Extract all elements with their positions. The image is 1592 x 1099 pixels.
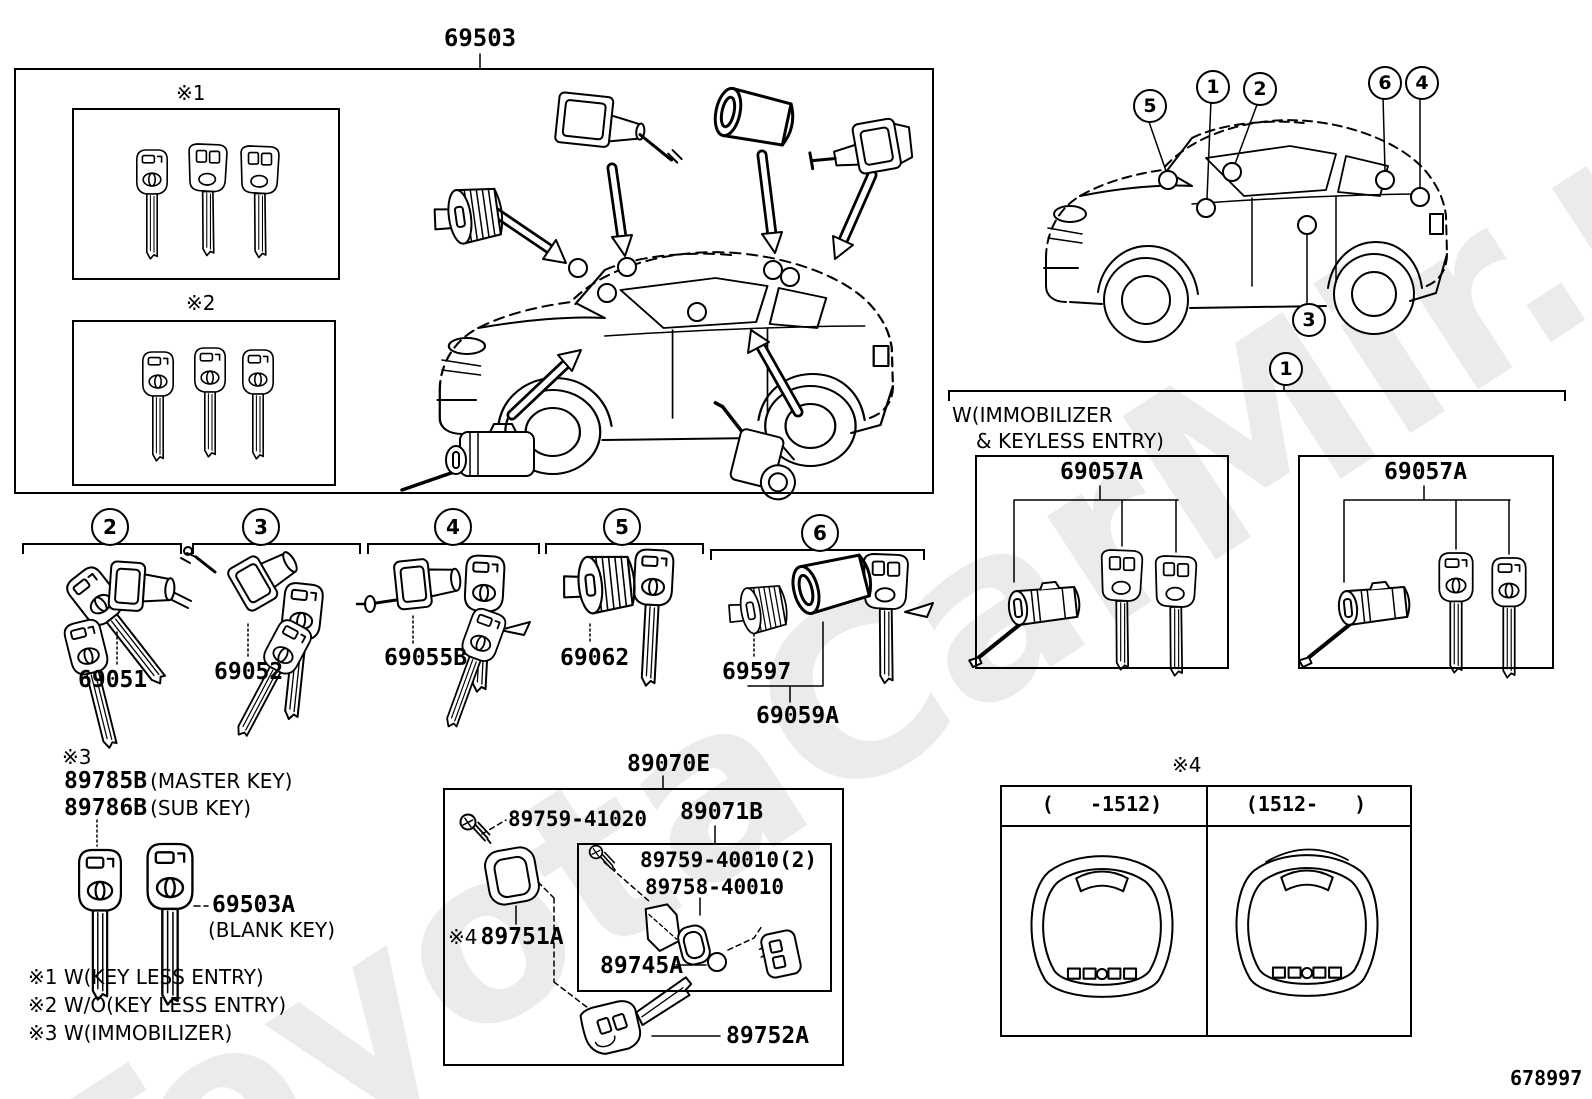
keyless-key-group-box: [72, 108, 340, 280]
master-key-label: (MASTER KEY): [150, 769, 293, 793]
location-callout-4-number: 4: [1415, 72, 1429, 94]
immobilizer-right-box: [1298, 455, 1554, 669]
transmitter-inner-box: [577, 843, 832, 992]
bracket-part-3: [192, 543, 361, 554]
callout-3: 3: [242, 508, 280, 546]
part-number-89758-40010: 89758-40010: [645, 875, 785, 899]
location-callout-5: 5: [1133, 89, 1167, 123]
lock-position-markers-left: [568, 257, 800, 322]
location-car-illustration: [1043, 119, 1448, 343]
standard-key-group-box: [72, 320, 336, 486]
location-callout-1: 1: [1196, 70, 1230, 104]
transmitter-parts-art: [456, 811, 802, 1055]
part-number-69057A-left: 69057A: [1060, 459, 1144, 485]
lock-position-markers-right: [1158, 162, 1430, 235]
callout-4-number: 4: [446, 515, 460, 539]
location-callout-2-number: 2: [1253, 78, 1267, 100]
part-number-69055B: 69055B: [384, 645, 468, 671]
part-69052-art: [180, 537, 325, 745]
figure-number: 678997: [1510, 1066, 1583, 1090]
group1-marker: ※1: [176, 81, 206, 105]
footnote-1: ※1 W(KEY LESS ENTRY): [28, 965, 264, 989]
immobilizer-left-set-art: [959, 485, 1198, 677]
immobilizer-right-set-art: [1289, 485, 1527, 679]
master-key-line: 89785B (MASTER KEY): [64, 768, 292, 794]
part-number-69503A: 69503A: [212, 892, 296, 918]
callout-2-number: 2: [103, 515, 117, 539]
part-number-69062: 69062: [560, 645, 630, 671]
main-assembly-box: [14, 68, 934, 494]
callout-2: 2: [91, 508, 129, 546]
front-door-cylinder-art: [400, 423, 535, 492]
bezel-label-line: ※4 89751A: [448, 924, 564, 950]
bezel-marker: ※4: [448, 925, 478, 949]
blank-key-label: (BLANK KEY): [208, 918, 336, 942]
footnote-3: ※3 W(IMMOBILIZER): [28, 1021, 233, 1045]
leader-lines: [96, 53, 1421, 1037]
bracket-immobilizer-set: [948, 390, 1566, 401]
transmitter-box: [443, 788, 844, 1066]
back-door-lock-art: [808, 117, 914, 175]
part-69597-69059A-art: [724, 549, 934, 685]
keys-marker: ※3: [62, 745, 92, 769]
sub-key-label: (SUB KEY): [150, 796, 252, 820]
immobilizer-title-line1: W(IMMOBILIZER: [952, 403, 1113, 427]
footnote-2: ※2 W/O(KEY LESS ENTRY): [28, 993, 287, 1017]
part-number-89071B: 89071B: [680, 799, 764, 825]
variant-table-box: [1000, 785, 1412, 1037]
lock-position-arrows: [480, 149, 878, 421]
door-lock-with-frame-art: [554, 91, 683, 164]
part-number-89759-41020: 89759-41020: [508, 807, 648, 831]
location-callout-6-number: 6: [1378, 72, 1392, 94]
callout-6-number: 6: [813, 521, 827, 545]
callout-6: 6: [801, 514, 839, 552]
part-number-69052: 69052: [214, 659, 284, 685]
location-callout-2: 2: [1243, 72, 1277, 106]
part-number-89786B: 89786B: [64, 795, 148, 821]
variant-header-late: (1512- ): [1245, 792, 1367, 816]
part-number-69597: 69597: [722, 659, 792, 685]
callout-5-number: 5: [615, 515, 629, 539]
part-69051-art: [61, 560, 192, 753]
callout-4: 4: [434, 508, 472, 546]
variant-table-divider: [1206, 787, 1208, 1035]
part-number-69051: 69051: [78, 667, 148, 693]
group2-marker: ※2: [186, 291, 216, 315]
part-number-89745A: 89745A: [600, 953, 684, 979]
main-assembly-label: 69503: [443, 24, 517, 52]
part-number-89752A: 89752A: [726, 1023, 810, 1049]
variant-header-early: ( -1512): [1041, 792, 1163, 816]
part-69055B-art: [355, 554, 531, 734]
immobilizer-title-line2: & KEYLESS ENTRY): [976, 429, 1164, 453]
location-callout-set-1: 1: [1269, 352, 1303, 386]
rear-door-cylinder-art: [713, 401, 796, 501]
location-callout-1-number: 1: [1206, 76, 1220, 98]
location-callout-5-number: 5: [1143, 95, 1157, 117]
key-89752A-art: [579, 976, 693, 1055]
location-callout-4: 4: [1405, 66, 1439, 100]
part-number-89070E: 89070E: [627, 751, 711, 777]
immobilizer-left-box: [975, 455, 1229, 669]
location-callout-3: 3: [1292, 303, 1326, 337]
callout-5: 5: [603, 508, 641, 546]
part-number-69059A: 69059A: [756, 703, 840, 729]
part-number-69057A-right: 69057A: [1384, 459, 1468, 485]
sub-key-line: 89786B (SUB KEY): [64, 795, 251, 821]
variant-marker: ※4: [1172, 753, 1202, 777]
location-callout-set-1-number: 1: [1279, 358, 1293, 380]
part-number-89785B: 89785B: [64, 768, 148, 794]
key-cover-late-art: [1235, 848, 1379, 997]
location-callout-6: 6: [1368, 66, 1402, 100]
part-number-89759-40010: 89759-40010(2): [640, 848, 818, 872]
callout-3-number: 3: [254, 515, 268, 539]
part-number-89751A: 89751A: [480, 924, 564, 950]
location-callout-3-number: 3: [1302, 309, 1316, 331]
